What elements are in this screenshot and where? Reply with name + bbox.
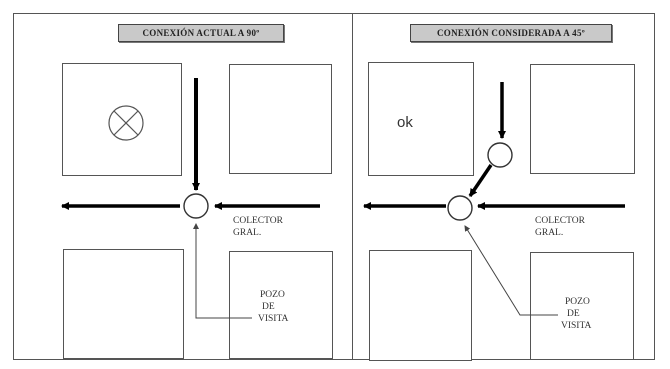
left-block-top-right: [229, 64, 332, 174]
left-manhole-icon: [183, 193, 209, 219]
left-well-line1: POZO: [260, 290, 285, 300]
right-collector-line1: COLECTOR: [535, 216, 585, 226]
left-block-bottom-right: [229, 251, 333, 359]
left-well-leader: [193, 223, 252, 319]
right-panel-title: CONEXIÓN CONSIDERADA A 45º: [410, 24, 612, 42]
diagram-frame: [13, 13, 655, 360]
right-upper-manhole-icon: [487, 142, 513, 168]
right-well-label: POZO DE VISITA: [561, 296, 591, 332]
left-panel-title: CONEXIÓN ACTUAL A 90º: [118, 24, 284, 42]
panel-divider: [352, 13, 353, 360]
right-manhole-icon: [447, 195, 473, 221]
circle-x-icon: [108, 105, 144, 141]
right-well-leader: [464, 225, 558, 316]
right-block-bottom-left: [369, 250, 472, 361]
left-well-line3: VISITA: [258, 314, 289, 324]
right-45-connection: [468, 164, 493, 197]
left-block-bottom-left: [63, 249, 184, 359]
right-well-line3: VISITA: [561, 321, 592, 331]
right-collector-line2: GRAL.: [535, 228, 564, 238]
right-collector-label: COLECTOR GRAL.: [535, 215, 585, 239]
right-well-line1: POZO: [565, 297, 590, 307]
approval-text: ok: [397, 114, 413, 131]
left-collector-line1: COLECTOR: [233, 216, 283, 226]
right-well-line2: DE: [567, 309, 580, 319]
right-block-bottom-right: [530, 252, 634, 360]
left-collector-label: COLECTOR GRAL.: [233, 215, 283, 239]
right-block-top-left: [368, 62, 474, 176]
right-block-top-right: [530, 64, 635, 174]
left-well-line2: DE: [262, 302, 275, 312]
left-well-label: POZO DE VISITA: [258, 289, 288, 325]
left-collector-line2: GRAL.: [233, 228, 262, 238]
